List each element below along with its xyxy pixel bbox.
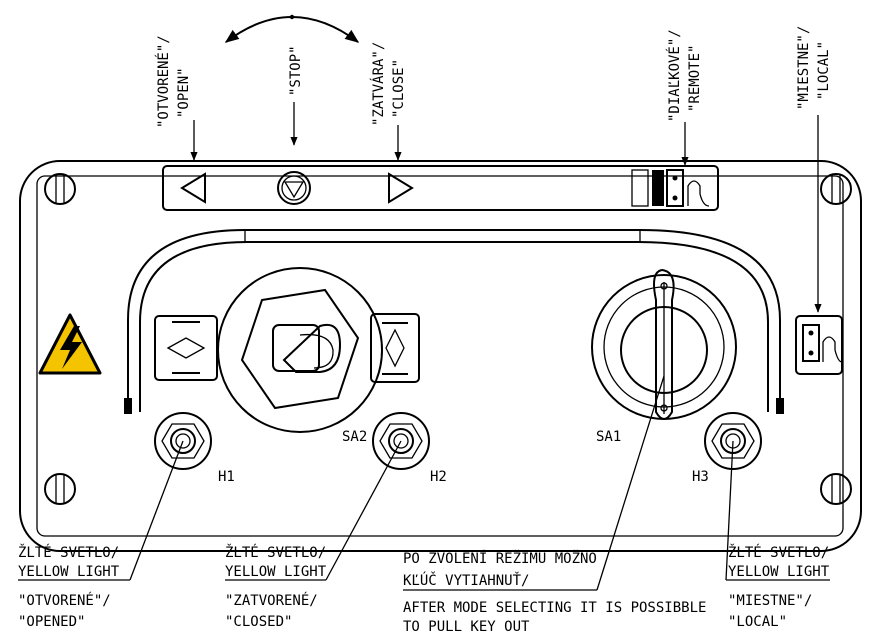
label-h3-description: ŽLTÉ SVETLO/ YELLOW LIGHT "MIESTNE"/ "LO…	[728, 543, 830, 630]
lamp-h2	[372, 412, 430, 470]
svg-text:YELLOW LIGHT: YELLOW LIGHT	[18, 564, 120, 580]
label-open: "OTVORENÉ"/ "OPEN"	[155, 35, 192, 128]
svg-text:ŽLTÉ SVETLO/: ŽLTÉ SVETLO/	[18, 543, 119, 561]
svg-text:AFTER MODE SELECTING IT IS POS: AFTER MODE SELECTING IT IS POSSIBBLE	[403, 600, 706, 616]
label-h2: H2	[430, 469, 447, 485]
label-local: "MIESTNE"/ "LOCAL"	[796, 26, 832, 110]
remote-mode-icon	[631, 169, 710, 207]
screw-bottom-right	[820, 473, 852, 505]
svg-text:ŽLTÉ SVETLO/: ŽLTÉ SVETLO/	[225, 543, 326, 561]
rotation-arrow	[224, 14, 360, 43]
svg-text:"OTVORENÉ"/: "OTVORENÉ"/	[18, 592, 111, 609]
svg-text:ŽLTÉ SVETLO/: ŽLTÉ SVETLO/	[728, 543, 829, 561]
high-voltage-warning-icon	[38, 313, 102, 375]
svg-text:"ZATVÁRA"/: "ZATVÁRA"/	[370, 42, 387, 126]
arrow-right-icon	[388, 172, 414, 204]
indicator-strip	[162, 165, 719, 211]
bezel-frame	[124, 229, 784, 414]
top-pointer-arrows	[190, 102, 822, 313]
screw-bottom-left	[44, 473, 76, 505]
svg-text:YELLOW LIGHT: YELLOW LIGHT	[225, 564, 327, 580]
svg-text:"OPENED": "OPENED"	[18, 614, 85, 630]
svg-text:"OPEN": "OPEN"	[176, 67, 192, 118]
screw-top-left	[44, 173, 76, 205]
svg-text:KĽÚČ VYTIAHNUŤ/: KĽÚČ VYTIAHNUŤ/	[403, 571, 529, 589]
label-stop: "STOP"	[288, 45, 304, 96]
label-h3: H3	[692, 469, 709, 485]
svg-text:"LOCAL": "LOCAL"	[816, 41, 832, 100]
svg-text:"CLOSED": "CLOSED"	[225, 614, 292, 630]
label-sa1: SA1	[596, 429, 621, 445]
svg-text:YELLOW LIGHT: YELLOW LIGHT	[728, 564, 830, 580]
svg-text:"ZATVORENÉ/: "ZATVORENÉ/	[225, 592, 318, 609]
label-h2-description: ŽLTÉ SVETLO/ YELLOW LIGHT "ZATVORENÉ/ "C…	[225, 543, 327, 630]
svg-text:TO PULL KEY OUT: TO PULL KEY OUT	[403, 619, 530, 635]
stop-icon	[277, 171, 311, 205]
svg-text:"MIESTNE"/: "MIESTNE"/	[796, 26, 812, 110]
arrow-left-icon	[180, 172, 206, 204]
svg-text:"CLOSE": "CLOSE"	[391, 59, 407, 118]
svg-text:"MIESTNE"/: "MIESTNE"/	[728, 593, 812, 609]
label-sa2: SA2	[342, 429, 367, 445]
local-mode-icon	[795, 315, 843, 375]
svg-text:"STOP": "STOP"	[288, 45, 304, 96]
svg-text:"REMOTE": "REMOTE"	[687, 45, 703, 112]
label-remote: "DIAĽKOVÉ"/ "REMOTE"	[666, 29, 703, 122]
label-h1-description: ŽLTÉ SVETLO/ YELLOW LIGHT "OTVORENÉ"/ "O…	[18, 543, 120, 630]
key-switch-icon	[591, 268, 737, 420]
label-key-description: PO ZVOLENÍ REŽIMU MOŽNO KĽÚČ VYTIAHNUŤ/ …	[403, 549, 706, 635]
leader-lines	[18, 375, 830, 591]
svg-text:"LOCAL": "LOCAL"	[728, 614, 787, 630]
lamp-icon	[154, 412, 212, 470]
screw-top-right	[820, 173, 852, 205]
svg-text:"OTVORENÉ"/: "OTVORENÉ"/	[155, 35, 172, 128]
label-h1: H1	[218, 469, 235, 485]
svg-text:PO ZVOLENÍ REŽIMU MOŽNO: PO ZVOLENÍ REŽIMU MOŽNO	[403, 549, 597, 567]
label-close: "ZATVÁRA"/ "CLOSE"	[370, 42, 407, 126]
svg-text:"DIAĽKOVÉ"/: "DIAĽKOVÉ"/	[666, 29, 683, 122]
toggle-switch-icon	[154, 267, 420, 433]
